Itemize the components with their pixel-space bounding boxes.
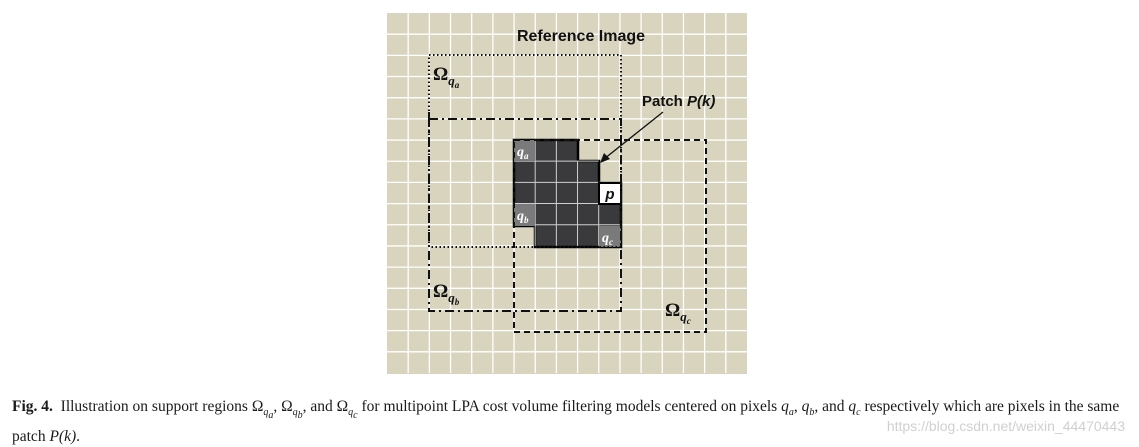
pixel-qa-label: qa	[517, 145, 529, 161]
pixel-qa-cell	[514, 140, 535, 161]
region-qc-label: Ωqc	[665, 300, 691, 326]
region-qb-outline	[428, 118, 622, 312]
support-region-diagram: Reference Image Patch P(k) qa qb qc p Ωq…	[387, 13, 747, 374]
patch-label: Patch P(k)	[642, 93, 715, 110]
region-qa-label: Ωqa	[433, 64, 460, 90]
pixel-qb-label: qb	[517, 209, 529, 225]
region-qb-label: Ωqb	[433, 281, 460, 307]
figure-caption: Fig. 4. Illustration on support regions …	[12, 398, 1120, 446]
patch-arrow-line	[603, 111, 664, 160]
pixel-p-label: p	[604, 186, 614, 203]
pixel-qc-label: qc	[602, 231, 613, 247]
pixel-qb-cell	[514, 204, 535, 226]
patch-arrow-head	[600, 153, 610, 163]
caption-fig-label: Fig. 4.	[12, 398, 53, 415]
watermark: https://blog.csdn.net/weixin_44470443	[886, 418, 1125, 434]
diagram-title: Reference Image	[517, 28, 645, 45]
pixel-qc-cell	[599, 226, 621, 247]
region-qc-outline	[513, 139, 707, 333]
